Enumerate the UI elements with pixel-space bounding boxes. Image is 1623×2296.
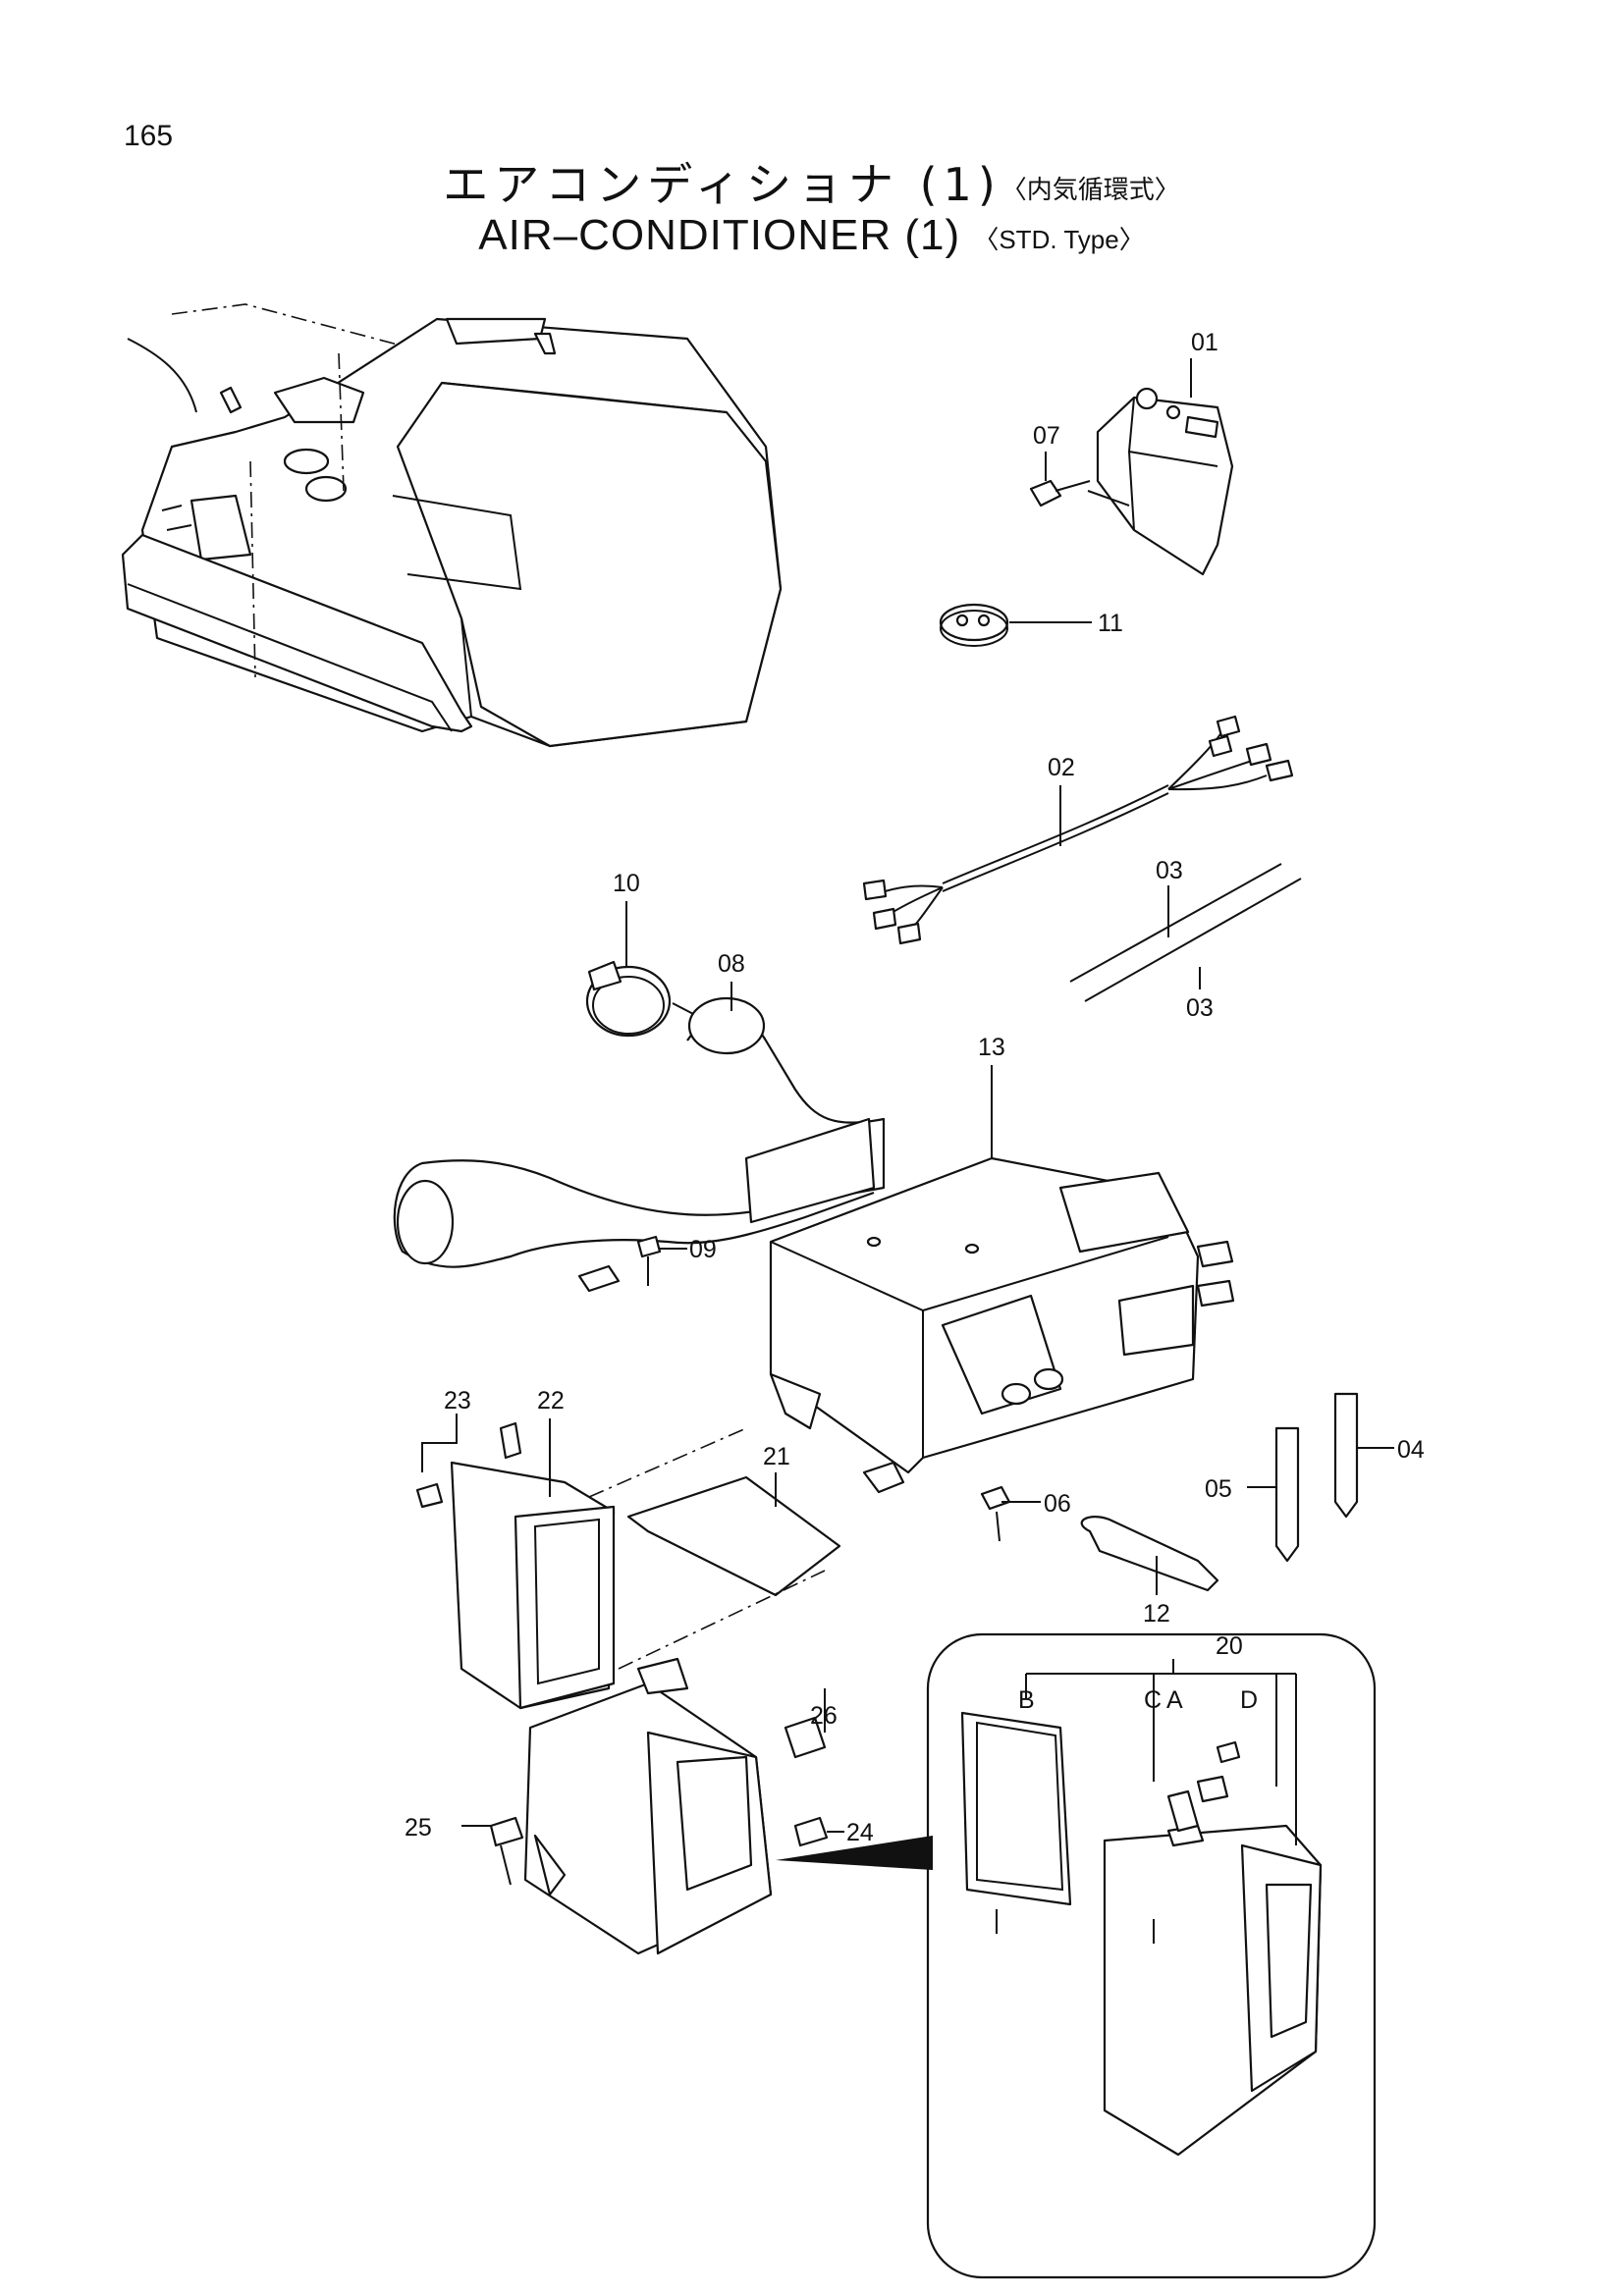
callout-13: 13 <box>978 1034 1005 1061</box>
part-06-screw <box>980 1485 1041 1542</box>
callout-C: C <box>1144 1686 1162 1714</box>
callout-03-upper: 03 <box>1156 857 1183 884</box>
part-08-duct <box>393 982 886 1268</box>
callout-07: 07 <box>1033 422 1060 450</box>
callout-02: 02 <box>1048 754 1075 781</box>
part-09-screw <box>577 1235 687 1293</box>
page-number: 165 <box>124 120 174 152</box>
part-10-hose-clamp <box>585 901 698 1038</box>
callout-04: 04 <box>1397 1436 1425 1464</box>
title-en-tag: 〈STD. Type〉 <box>973 224 1145 254</box>
callout-05: 05 <box>1205 1475 1232 1503</box>
part-23-clip <box>415 1414 522 1509</box>
part-22-filter-frame <box>450 1418 616 1710</box>
callout-01: 01 <box>1191 329 1218 356</box>
rear-housing-assembly <box>461 1657 844 1955</box>
callout-10: 10 <box>613 870 640 897</box>
callout-21: 21 <box>763 1443 790 1470</box>
callout-06: 06 <box>1044 1490 1071 1518</box>
callout-11: 11 <box>1098 610 1123 637</box>
title-en-main: AIR–CONDITIONER (1) <box>478 211 961 259</box>
callout-03-lower: 03 <box>1186 994 1214 1022</box>
title-english: AIR–CONDITIONER (1) 〈STD. Type〉 <box>0 211 1623 260</box>
callout-D: D <box>1240 1686 1258 1714</box>
title-ja-tag: 〈内気循環式〉 <box>1001 176 1180 205</box>
part-05-pipe <box>1247 1426 1300 1563</box>
part-01-control-panel <box>1087 358 1234 576</box>
callout-22: 22 <box>537 1387 565 1415</box>
part-20-detail-inset <box>926 1632 1377 2279</box>
callout-12: 12 <box>1143 1600 1170 1628</box>
callout-26: 26 <box>810 1702 838 1730</box>
part-03-wires <box>1069 863 1302 1002</box>
part-07-screw <box>1029 452 1091 507</box>
part-13-main-unit <box>769 1065 1235 1494</box>
part-04-pipe <box>1333 1392 1394 1519</box>
part-12-band <box>1080 1516 1219 1595</box>
detail-pointer-arrow <box>776 1836 933 1870</box>
part-11-grommet <box>939 603 1092 647</box>
callout-A: A <box>1166 1686 1183 1714</box>
callout-25: 25 <box>405 1814 432 1842</box>
callout-B: B <box>1018 1686 1035 1714</box>
part-21-plate <box>588 1427 841 1670</box>
callout-20: 20 <box>1216 1632 1243 1660</box>
callout-08: 08 <box>718 950 745 978</box>
callout-24: 24 <box>846 1819 874 1846</box>
cab-seat-overview <box>121 303 783 748</box>
callout-23: 23 <box>444 1387 471 1415</box>
part-02-wire-harness <box>862 715 1294 945</box>
title-japanese: エアコンディショナ (1)〈内気循環式〉 <box>0 149 1623 214</box>
callout-09: 09 <box>689 1236 717 1263</box>
title-ja-main: エアコンディショナ (1) <box>443 158 1001 211</box>
